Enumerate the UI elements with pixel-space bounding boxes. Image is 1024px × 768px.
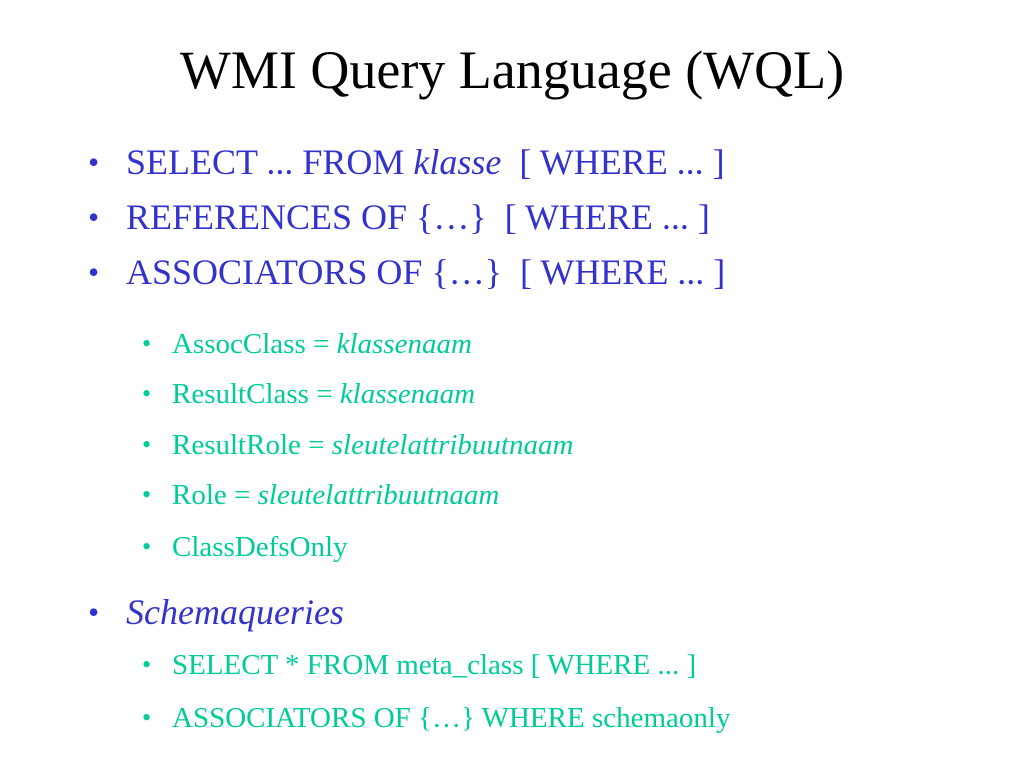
bullet-text-part: ASSOCIATORS OF {…} WHERE schemaonly <box>172 702 731 734</box>
bullet-text-italic: sleutelattribuutnaam <box>331 429 574 461</box>
bullet-text-part: AssocClass = <box>172 328 337 360</box>
bullet-text: ASSOCIATORS OF {…} [ WHERE ... ] <box>126 252 725 292</box>
bullet-text-part: REFERENCES OF {…} [ WHERE ... ] <box>126 197 710 237</box>
bullet-text-italic: sleutelattribuutnaam <box>257 479 500 511</box>
bullet-icon: • <box>142 480 152 509</box>
bullet-icon: • <box>88 594 100 630</box>
bullet-icon: • <box>88 144 100 180</box>
bullet-text: AssocClass = klassenaam <box>172 327 472 361</box>
bullet-text-italic: klasse <box>413 142 502 182</box>
bullet-text-italic: klassenaam <box>336 328 472 360</box>
bullet-text: ClassDefsOnly <box>172 530 348 564</box>
bullet-icon: • <box>142 532 152 561</box>
bullet-text: Role = sleutelattribuutnaam <box>172 478 499 512</box>
bullet-text-part: ResultRole = <box>172 429 332 461</box>
bullet-text: ASSOCIATORS OF {…} WHERE schemaonly <box>172 701 730 735</box>
bullet-text-part: ResultClass = <box>172 378 340 410</box>
bullet-icon: • <box>88 254 100 290</box>
bullet-text: ResultRole = sleutelattribuutnaam <box>172 428 573 462</box>
bullet-text: ResultClass = klassenaam <box>172 377 475 411</box>
bullet-text-italic: klassenaam <box>339 378 476 410</box>
bullet-text: SELECT ... FROM klasse [ WHERE ... ] <box>126 142 725 182</box>
bullet-text-part: SELECT * FROM meta_class [ WHERE ... ] <box>172 649 697 681</box>
bullet-text: REFERENCES OF {…} [ WHERE ... ] <box>126 197 710 237</box>
bullet-text-part: [ WHERE ... ] <box>501 142 725 182</box>
bullet-icon: • <box>142 650 152 679</box>
bullet-icon: • <box>142 329 152 358</box>
bullet-text-italic: Schemaqueries <box>126 592 344 632</box>
bullet-icon: • <box>142 703 152 732</box>
slide-title: WMI Query Language (WQL) <box>179 40 845 100</box>
bullet-text-part: ASSOCIATORS OF {…} [ WHERE ... ] <box>126 252 726 292</box>
bullet-text-part: ClassDefsOnly <box>172 531 348 563</box>
bullet-icon: • <box>88 199 100 235</box>
bullet-icon: • <box>142 379 152 408</box>
bullet-text-part: Role = <box>172 479 258 511</box>
bullet-text: SELECT * FROM meta_class [ WHERE ... ] <box>172 648 696 682</box>
bullet-text-part: SELECT ... FROM <box>126 142 414 182</box>
bullet-icon: • <box>142 430 152 459</box>
bullet-text: Schemaqueries <box>126 592 344 632</box>
